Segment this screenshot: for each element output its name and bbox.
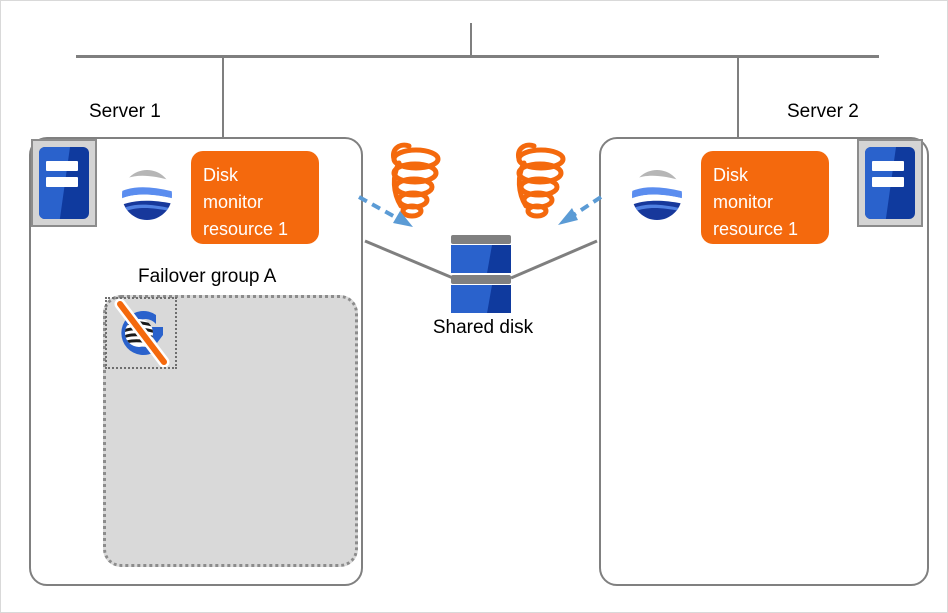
network-bus-line [76,55,879,58]
network-globe-icon [629,167,685,223]
network-globe-icon [119,167,175,223]
server-1-disk-monitor-resource[interactable]: Disk monitor resource 1 [191,151,319,244]
server-2-disk-monitor-resource[interactable]: Disk monitor resource 1 [701,151,829,244]
server-machine-icon [857,139,923,227]
monitor-label-line: Disk [713,165,748,185]
server-2-label: Server 2 [787,101,859,122]
group-resource-disabled-icon[interactable] [105,297,177,369]
tornado-failure-icon [390,142,441,219]
monitor-label-line: monitor [203,192,264,212]
failover-group-label: Failover group A [138,266,277,287]
machine-slot-bar [872,161,904,171]
monitor-label-line: resource 1 [713,219,799,239]
server-1-disk-link [364,239,454,280]
shared-disk-icon [448,235,514,313]
monitor-label-line: Disk [203,165,238,185]
dashed-arrow-down-left [558,195,603,225]
server-2-disk-link [510,239,598,280]
machine-slot-bar [46,177,78,187]
tornado-failure-icon [515,142,566,219]
server-1-network-drop [222,57,224,138]
monitor-label-line: resource 1 [203,219,289,239]
monitor-label-line: monitor [713,192,774,212]
machine-slot-bar [872,177,904,187]
machine-slot-bar [46,161,78,171]
server-machine-icon [31,139,97,227]
network-uplink-line [470,23,472,56]
server-1-label: Server 1 [89,101,161,122]
shared-disk-label: Shared disk [432,317,534,338]
dashed-arrow-down-right [358,195,413,227]
server-2-network-drop [737,57,739,138]
